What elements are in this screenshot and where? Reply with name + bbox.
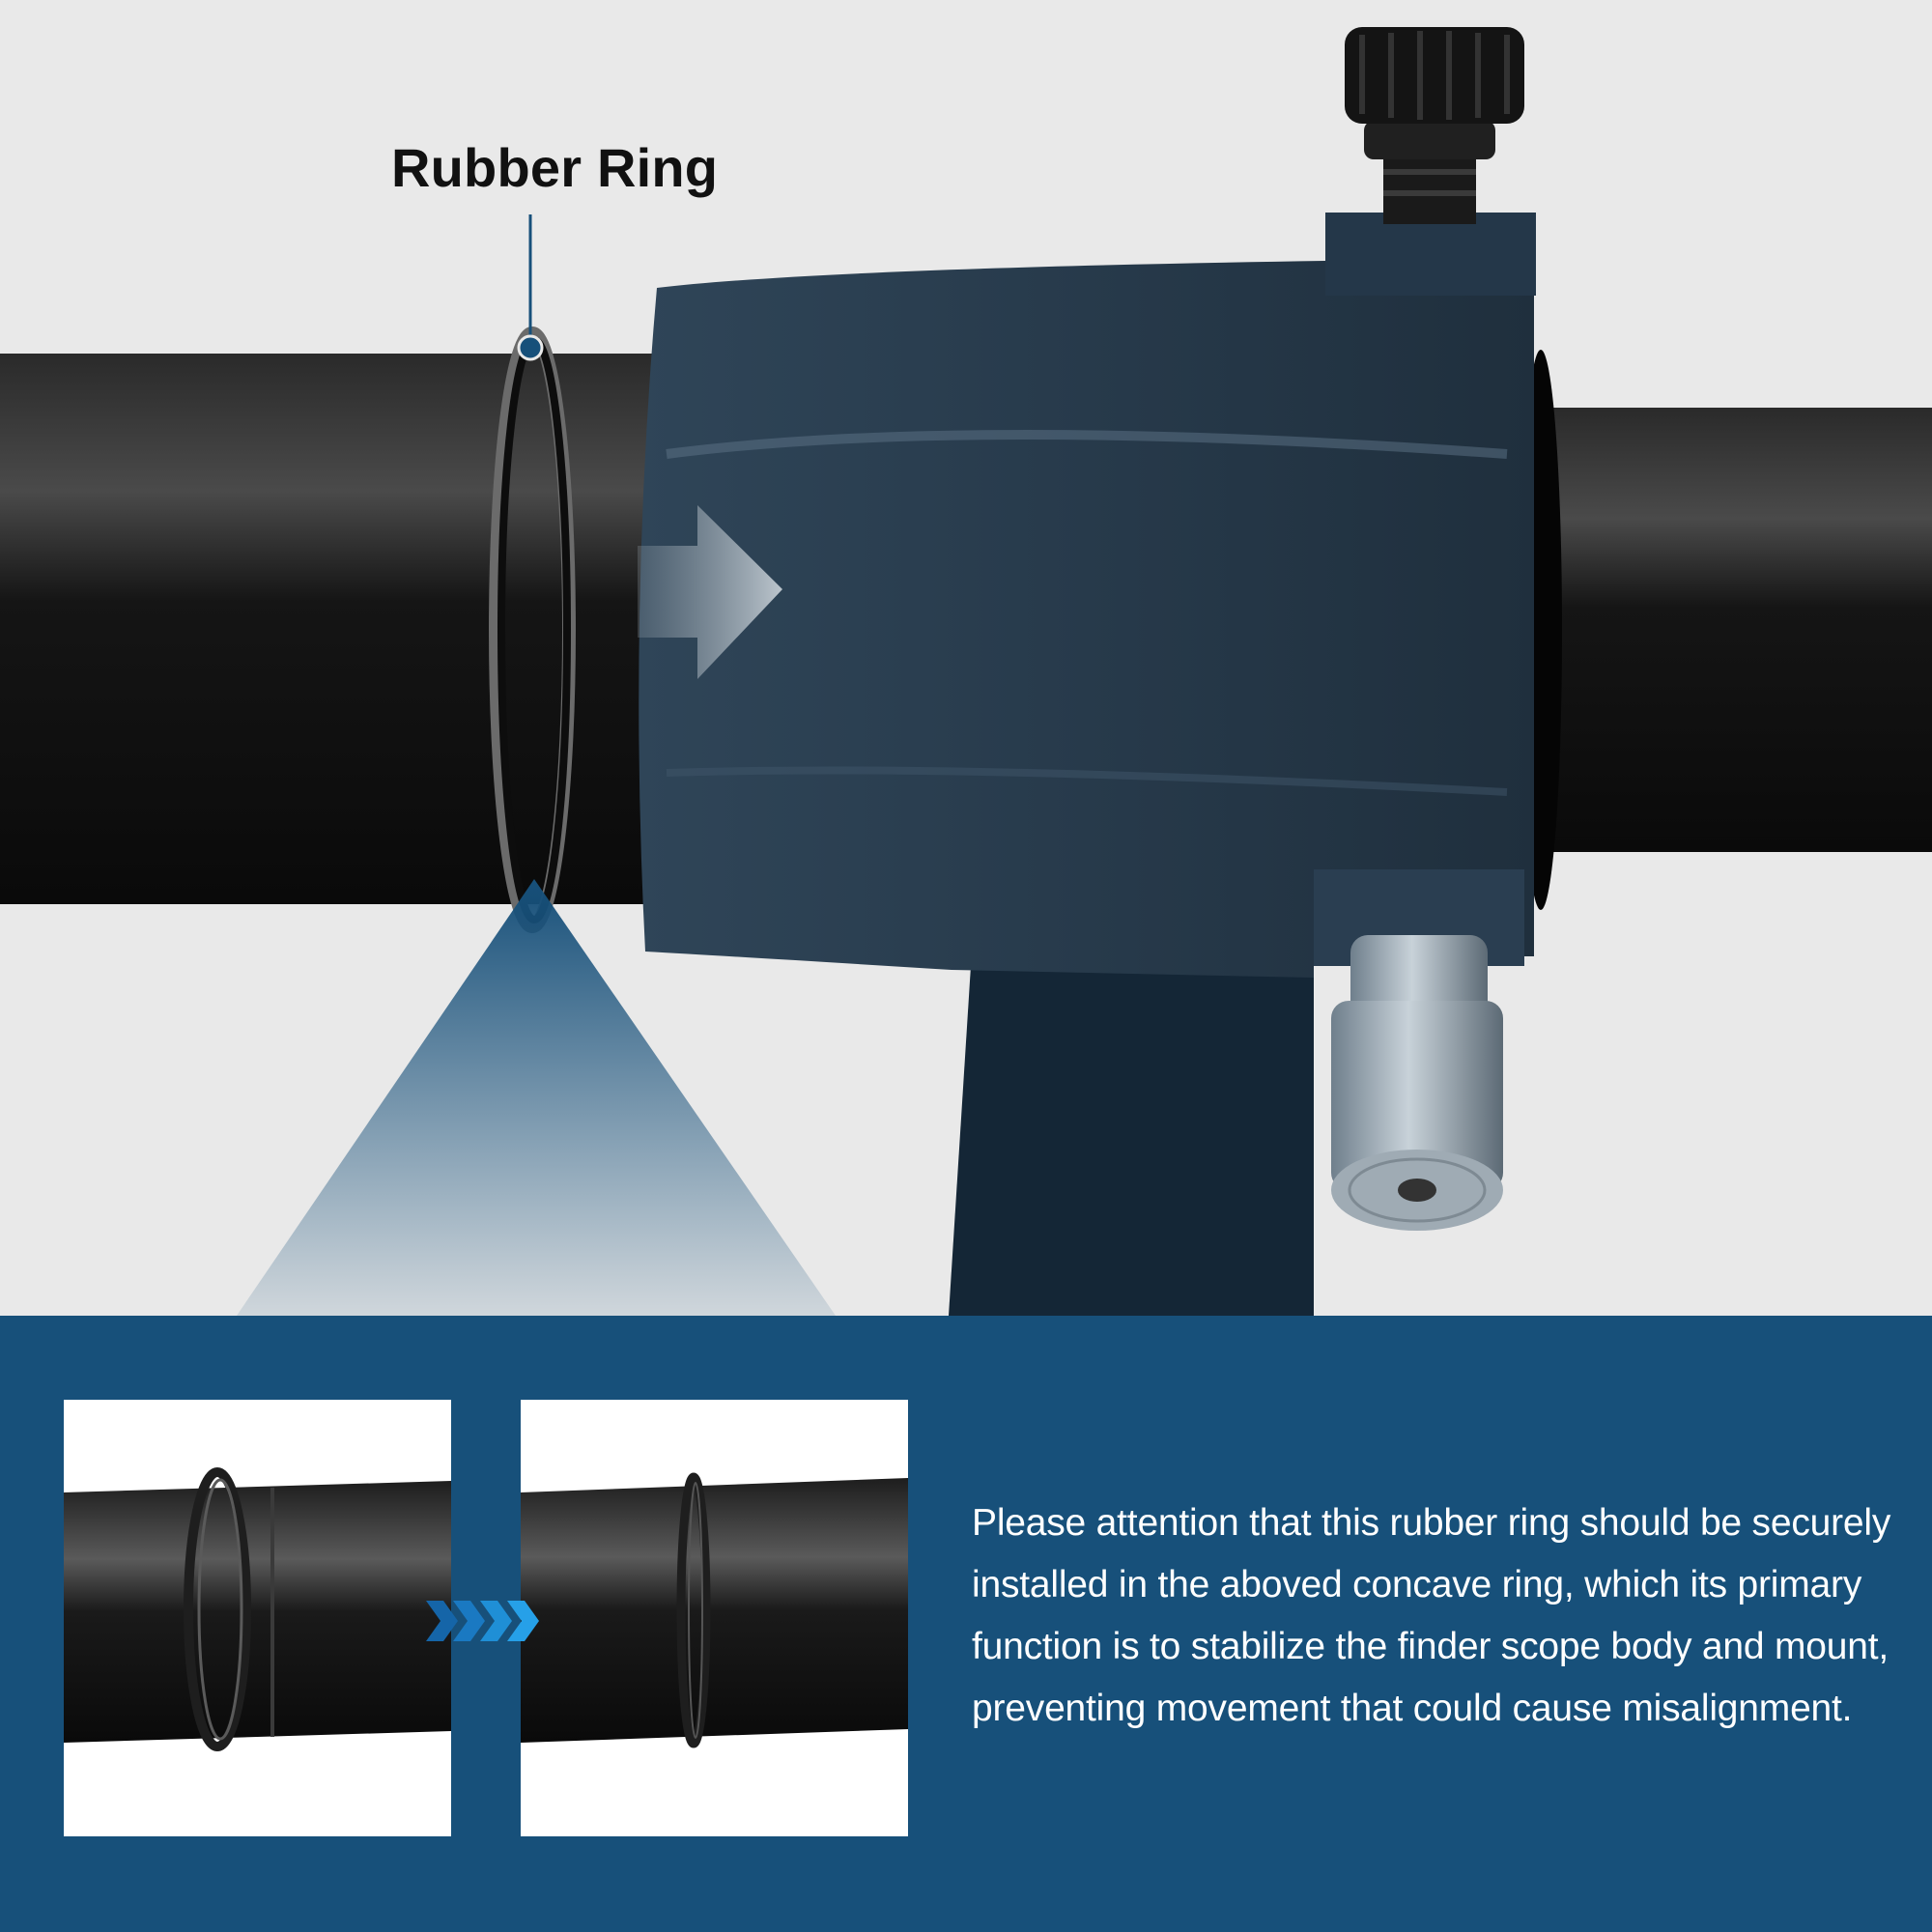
scope-tube [0, 350, 1932, 910]
mount-body [639, 213, 1536, 978]
note-line-2: installed in the aboved concave ring, wh… [972, 1564, 1862, 1605]
rubber-ring-label: Rubber Ring [391, 137, 719, 198]
arrow-right-icon [638, 505, 782, 679]
zoom-cone [237, 879, 836, 1316]
double-chevron-right-icon [426, 1601, 539, 1641]
note-line-4: preventing movement that could cause mis… [972, 1688, 1853, 1729]
after-panel [521, 1400, 908, 1836]
adjustment-knob [1331, 935, 1503, 1231]
installation-note: Please attention that this rubber ring s… [972, 1492, 1918, 1740]
callout-pointer [517, 214, 544, 361]
mount-stand [949, 966, 1314, 1316]
adjustment-screw [1345, 27, 1524, 224]
before-panel [64, 1400, 451, 1836]
note-line-1: Please attention that this rubber ring s… [972, 1502, 1891, 1544]
note-line-3: function is to stabilize the finder scop… [972, 1626, 1889, 1667]
